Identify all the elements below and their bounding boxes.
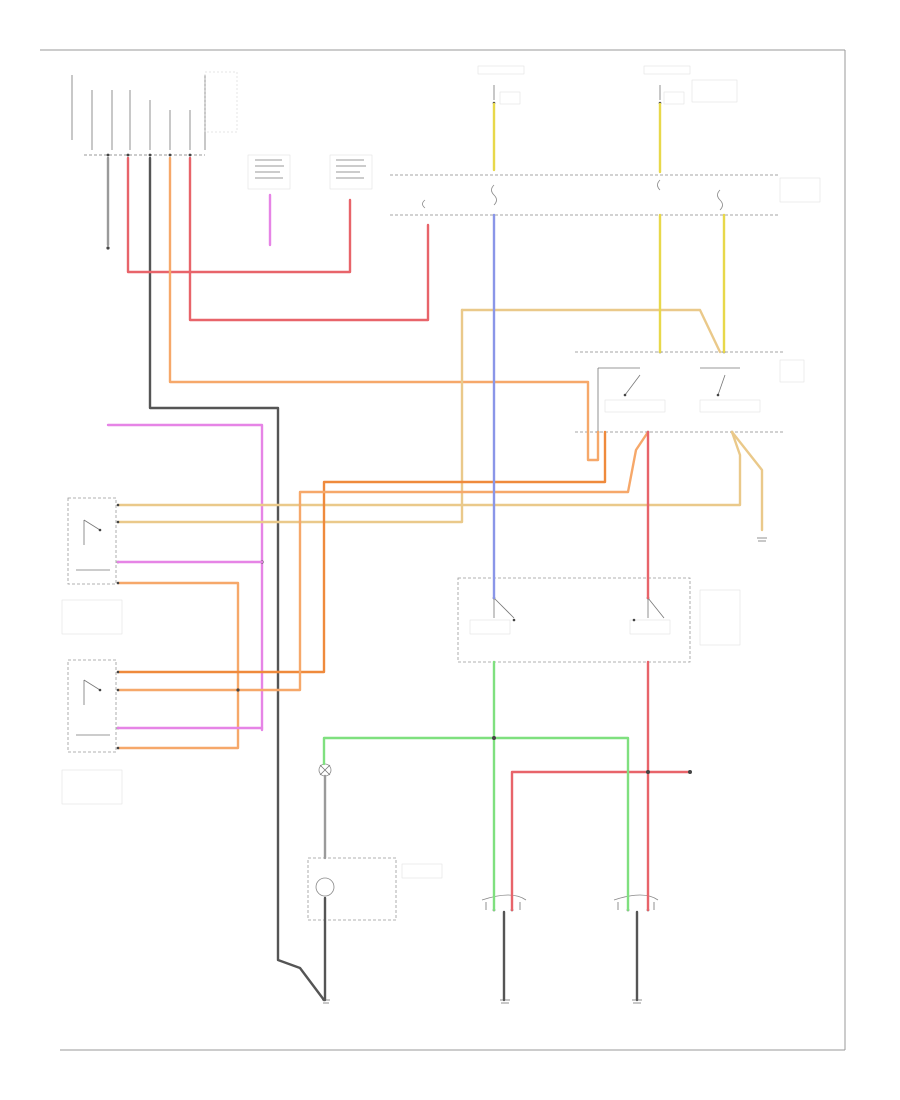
dimmer-switch [575, 350, 805, 434]
wire-tan-1 [116, 308, 464, 524]
dimmer-note [329, 154, 373, 190]
module-terminals [116, 503, 120, 750]
headlamp-sw-note [247, 154, 291, 190]
wire-dkorange-1 [116, 430, 607, 674]
connector-pins [106, 153, 192, 157]
photo-sensor [307, 857, 443, 921]
wire-red-1 [126, 156, 352, 274]
wire-tan-2 [460, 308, 722, 354]
wire-orange-2 [116, 581, 240, 750]
indicator-lamp [318, 763, 332, 777]
auto-lamp-control-1 [61, 497, 123, 635]
junctions [106, 246, 692, 774]
wire-orange-1 [168, 156, 600, 462]
wire-violet-2 [106, 423, 264, 732]
auto-lamp-control-2 [61, 659, 123, 805]
right-headlamp [613, 894, 659, 912]
fuse-box [390, 65, 821, 216]
left-headlamp [481, 894, 527, 912]
wire-red-5 [510, 770, 692, 912]
wire-dkorange-2 [116, 430, 650, 692]
wire-red-2 [188, 156, 430, 322]
wire-gnd-dimmer [730, 430, 764, 532]
wire-tan-3 [116, 430, 742, 507]
ground-4 [757, 537, 767, 542]
relay-box [457, 577, 741, 663]
wire-black [148, 156, 326, 1002]
wire-green-2 [322, 736, 630, 912]
top-left-connector [71, 71, 238, 157]
